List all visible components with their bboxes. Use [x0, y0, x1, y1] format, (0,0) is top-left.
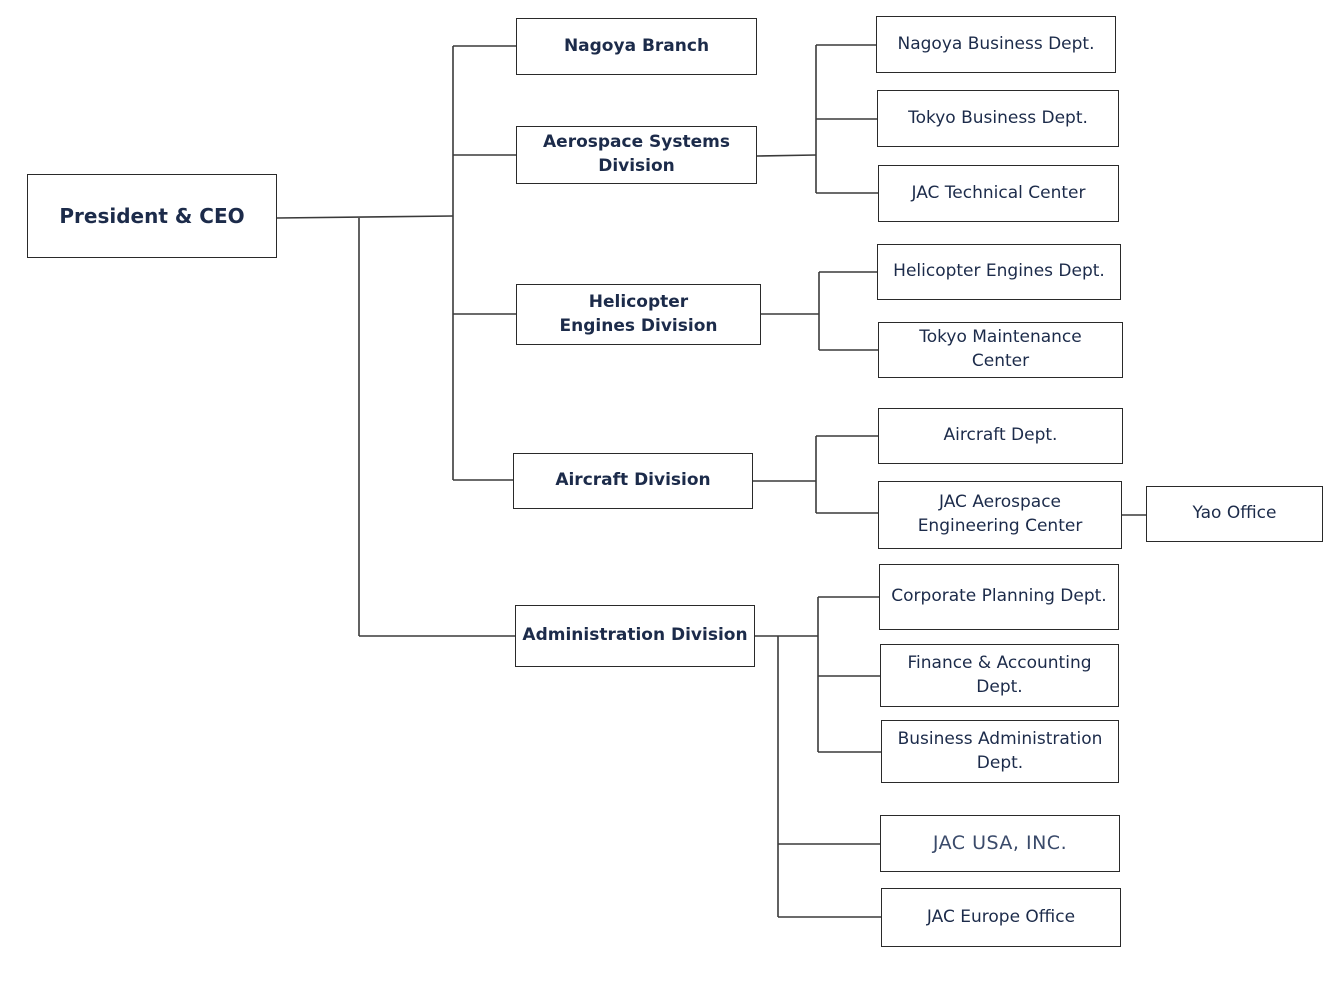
- node-helicopter-engines-dept: Helicopter Engines Dept.: [877, 244, 1121, 300]
- node-label: Corporate Planning Dept.: [891, 586, 1107, 607]
- node-label: President & CEO: [59, 204, 245, 228]
- node-label: JAC Technical Center: [911, 182, 1086, 203]
- node-label: Nagoya Branch: [563, 35, 710, 56]
- node-corporate-planning-dept: Corporate Planning Dept.: [879, 564, 1119, 630]
- node-jac-europe-office: JAC Europe Office: [881, 888, 1121, 947]
- node-administration-division: Administration Division: [515, 605, 755, 667]
- node-jac-technical-center: JAC Technical Center: [878, 165, 1119, 222]
- node-label: Finance & Accounting Dept.: [907, 652, 1092, 697]
- node-label: Aircraft Dept.: [943, 425, 1058, 446]
- node-label: JAC Europe Office: [926, 906, 1076, 927]
- node-label: Administration Division: [522, 625, 748, 646]
- node-aircraft-division: Aircraft Division: [513, 453, 753, 509]
- node-tokyo-business-dept: Tokyo Business Dept.: [877, 90, 1119, 147]
- connector-aerospace-out: [756, 154, 817, 157]
- node-yao-office: Yao Office: [1146, 486, 1323, 542]
- node-label: Tokyo Business Dept.: [908, 107, 1088, 128]
- node-label: Aircraft Division: [555, 470, 711, 491]
- node-label: Aerospace Systems Division: [543, 132, 730, 176]
- connector-ceo-out: [276, 215, 454, 219]
- node-label: Nagoya Business Dept.: [897, 33, 1095, 54]
- node-label: JAC Aerospace Engineering Center: [917, 492, 1083, 536]
- node-tokyo-maintenance-center: Tokyo Maintenance Center: [878, 322, 1123, 378]
- node-label: Tokyo Maintenance Center: [919, 327, 1082, 371]
- node-label: Yao Office: [1192, 503, 1277, 524]
- node-jac-aerospace-engineering-center: JAC Aerospace Engineering Center: [878, 481, 1122, 549]
- node-aerospace-systems-division: Aerospace Systems Division: [516, 126, 757, 184]
- node-label: Helicopter Engines Dept.: [893, 261, 1105, 282]
- node-jac-usa: JAC USA, INC.: [880, 815, 1120, 872]
- node-nagoya-branch: Nagoya Branch: [516, 18, 757, 75]
- node-label: Helicopter Engines Division: [559, 291, 718, 336]
- node-aircraft-dept: Aircraft Dept.: [878, 408, 1123, 464]
- node-nagoya-business-dept: Nagoya Business Dept.: [876, 16, 1116, 73]
- node-helicopter-engines-division: Helicopter Engines Division: [516, 284, 761, 345]
- node-label: Business Administration Dept.: [897, 728, 1103, 773]
- node-finance-accounting-dept: Finance & Accounting Dept.: [880, 644, 1119, 707]
- node-president-ceo: President & CEO: [27, 174, 277, 258]
- node-business-administration-dept: Business Administration Dept.: [881, 720, 1119, 783]
- node-label: JAC USA, INC.: [932, 832, 1068, 855]
